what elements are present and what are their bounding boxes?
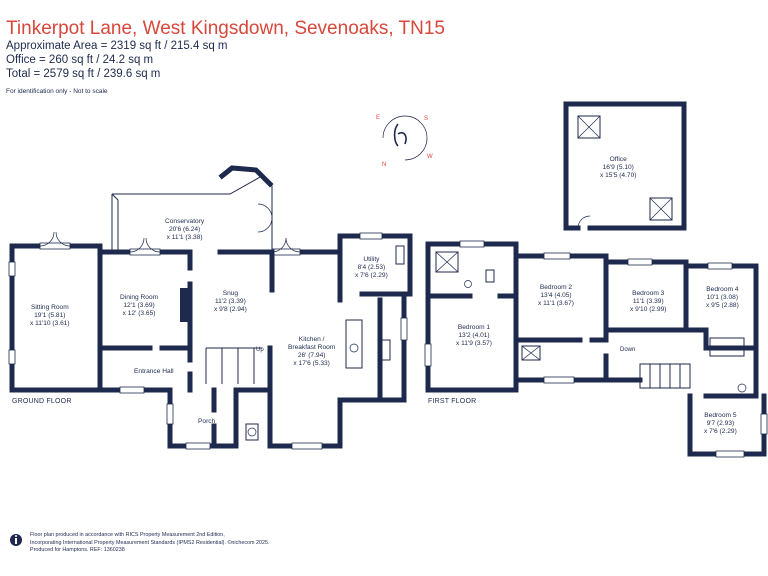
- compass-s: S: [424, 116, 428, 122]
- compass-e: E: [376, 115, 380, 121]
- compass-n: N: [382, 162, 386, 168]
- room-bedroom-4: Bedroom 4 10'1 (3.08) x 9'5 (2.88): [706, 286, 739, 309]
- ground-floor-label: GROUND FLOOR: [12, 398, 72, 405]
- room-bedroom-3: Bedroom 3 11'1 (3.39) x 9'10 (2.99): [630, 290, 667, 313]
- footer-line-1: Floor plan produced in accordance with R…: [30, 532, 225, 538]
- footer-line-3: Produced for Hamptons. REF: 1360238: [30, 547, 125, 554]
- first-floor-label: FIRST FLOOR: [428, 398, 477, 405]
- ground-floor-walls: [8, 165, 413, 450]
- room-entrance-hall: Entrance Hall: [134, 368, 174, 375]
- stairs-up-label: Up: [256, 347, 264, 353]
- room-bedroom-1: Bedroom 1 13'2 (4.01) x 11'9 (3.57): [456, 324, 492, 347]
- room-sitting: Sitting Room 19'1 (5.81) x 11'10 (3.61): [30, 304, 70, 327]
- total-area: Total = 2579 sq ft / 239.6 sq m: [6, 68, 161, 80]
- room-kitchen: Kitchen / Breakfast Room 26' (7.94) x 17…: [288, 336, 336, 367]
- room-bedroom-5: Bedroom 5 9'7 (2.93) x 7'6 (2.29): [704, 412, 737, 435]
- compass-icon: N E S W: [376, 115, 433, 168]
- first-floor-walls: [424, 240, 768, 458]
- compass-w: W: [427, 154, 433, 160]
- room-bedroom-2: Bedroom 2 13'4 (4.05) x 11'1 (3.67): [538, 284, 574, 307]
- room-snug: Snug 11'2 (3.39) x 9'8 (2.94): [214, 290, 247, 313]
- approx-area: Approximate Area = 2319 sq ft / 215.4 sq…: [6, 40, 228, 52]
- room-office: Office 16'9 (5.10) x 15'5 (4.70): [600, 156, 637, 179]
- skylight-icon: [577, 115, 601, 139]
- room-porch: Porch: [198, 418, 216, 425]
- page-title: Tinkerpot Lane, West Kingsdown, Sevenoak…: [6, 18, 446, 39]
- scale-note: For identification only - Not to scale: [6, 88, 108, 95]
- office-area: Office = 260 sq ft / 24.2 sq m: [6, 54, 154, 66]
- room-utility: Utility 8'4 (2.53) x 7'6 (2.29): [355, 256, 388, 279]
- room-dining: Dining Room 12'1 (3.69) x 12' (3.65): [120, 294, 159, 317]
- footer-line-2: Incorporating International Property Mea…: [30, 539, 270, 546]
- stairs-down-label: Down: [620, 347, 636, 353]
- skylight-icon: [649, 197, 673, 221]
- footer: Floor plan produced in accordance with R…: [30, 532, 270, 555]
- office-plan: [563, 101, 687, 231]
- room-conservatory: Conservatory 20'6 (6.24) x 11'1 (3.38): [165, 218, 205, 241]
